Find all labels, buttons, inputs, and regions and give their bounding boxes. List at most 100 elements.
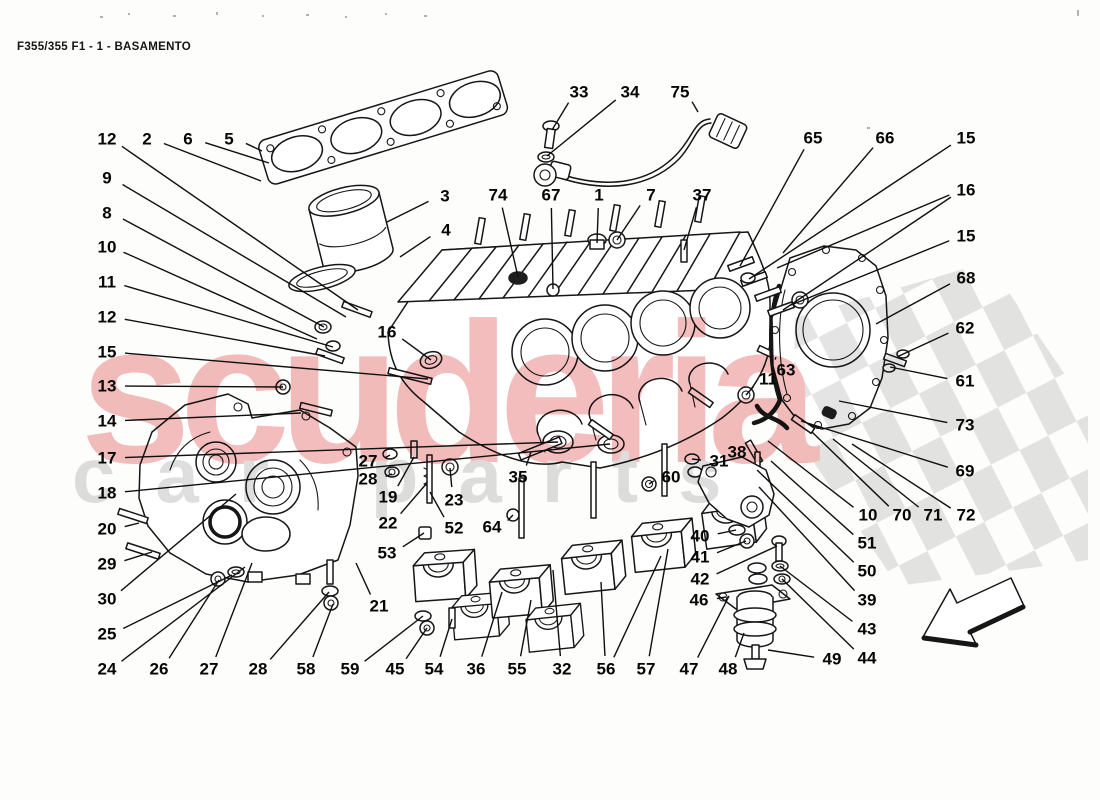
callout-number: 20 — [98, 520, 117, 539]
callout-9: 9 — [102, 169, 347, 318]
leader-line — [124, 318, 326, 357]
leader-line — [838, 400, 948, 424]
leader-line — [402, 532, 425, 548]
callout-43: 43 — [779, 565, 876, 639]
callout-number: 3 — [440, 187, 449, 206]
callout-13: 13 — [98, 377, 284, 396]
leader-line — [550, 207, 554, 290]
callout-32: 32 — [552, 569, 571, 679]
callout-number: 67 — [542, 186, 561, 205]
callout-17: 17 — [98, 441, 559, 468]
deck-ribs — [428, 233, 711, 302]
leader-line — [355, 562, 372, 595]
callout-number: 31 — [710, 452, 729, 471]
callout-42: 42 — [691, 545, 778, 589]
callout-36: 36 — [467, 591, 503, 679]
callout-number: 50 — [858, 562, 877, 581]
callout-56: 56 — [597, 555, 662, 679]
callout-71: 71 — [832, 438, 942, 525]
callout-number: 47 — [680, 660, 699, 679]
callout-44: 44 — [781, 578, 877, 668]
cylinder-liner — [288, 184, 394, 293]
leader-line — [691, 458, 702, 461]
callout-8: 8 — [102, 204, 325, 328]
callout-12: 12 — [98, 308, 326, 357]
leader-line — [124, 412, 302, 422]
leader-line — [501, 207, 519, 278]
callout-number: 16 — [957, 181, 976, 200]
callout-number: 73 — [956, 416, 975, 435]
callout-number: 75 — [671, 83, 690, 102]
leader-line — [758, 486, 856, 592]
callout-number: 66 — [876, 129, 895, 148]
callout-number: 16 — [378, 323, 397, 342]
leader-line — [691, 101, 699, 113]
callout-47: 47 — [680, 595, 730, 679]
callout-number: 21 — [370, 597, 389, 616]
callout-number: 15 — [957, 227, 976, 246]
callout-21: 21 — [355, 562, 389, 616]
callout-number: 19 — [379, 488, 398, 507]
callout-58: 58 — [297, 603, 334, 679]
callout-number: 35 — [509, 468, 528, 487]
callout-15: 15 — [748, 129, 976, 280]
scuderia-watermark: scuderia — [80, 282, 820, 505]
leader-line — [401, 338, 432, 361]
callout-number: 18 — [98, 484, 117, 503]
callout-23: 23 — [445, 467, 463, 510]
leader-line — [124, 385, 284, 388]
connector — [708, 113, 748, 149]
leader-line — [519, 599, 532, 657]
callout-51: 51 — [770, 460, 876, 553]
callout-number: 12 — [98, 308, 117, 327]
callout-number: 74 — [489, 186, 508, 205]
leader-line — [616, 204, 641, 241]
callout-number: 63 — [777, 361, 796, 380]
leader-line — [753, 453, 756, 456]
scan-noise — [100, 10, 1079, 129]
page-title: F355/355 F1 - 1 - BASAMENTO — [17, 41, 192, 53]
callout-number: 57 — [637, 660, 656, 679]
callout-25: 25 — [98, 574, 233, 644]
callout-69: 69 — [800, 420, 974, 481]
callout-number: 13 — [98, 377, 117, 396]
leader-line — [774, 356, 777, 360]
leader-line — [124, 352, 429, 380]
callout-number: 48 — [719, 660, 738, 679]
callout-34: 34 — [546, 83, 640, 157]
callout-number: 15 — [957, 129, 976, 148]
callout-number: 28 — [249, 660, 268, 679]
callout-40: 40 — [691, 527, 737, 546]
leader-line — [596, 207, 599, 244]
callout-27: 27 — [200, 562, 253, 679]
callout-number: 64 — [483, 518, 502, 537]
leader-line — [898, 332, 949, 357]
callout-number: 42 — [691, 570, 710, 589]
callout-31: 31 — [691, 452, 729, 471]
callout-54: 54 — [425, 618, 453, 679]
callout-30: 30 — [98, 493, 237, 609]
callout-38: 38 — [728, 443, 756, 462]
leader-line — [215, 562, 253, 658]
leader-line — [312, 603, 334, 658]
callout-46: 46 — [690, 591, 727, 610]
callout-28: 28 — [359, 470, 393, 489]
leader-line — [400, 482, 428, 515]
callout-number: 10 — [859, 506, 878, 525]
leader-line — [429, 491, 445, 518]
callout-number: 53 — [378, 544, 397, 563]
sensor-and-cable — [533, 113, 748, 187]
callout-number: 38 — [728, 443, 747, 462]
callout-29: 29 — [98, 551, 153, 574]
callout-74: 74 — [489, 186, 519, 278]
callout-number: 6 — [183, 130, 192, 149]
leader-line — [551, 102, 570, 131]
leader-line — [405, 627, 428, 660]
checkered-flag-watermark — [793, 262, 1088, 586]
callout-60: 60 — [648, 468, 680, 487]
callout-number: 59 — [341, 660, 360, 679]
leader-line — [552, 569, 562, 657]
leader-line — [525, 451, 532, 466]
leader-line — [397, 456, 415, 487]
